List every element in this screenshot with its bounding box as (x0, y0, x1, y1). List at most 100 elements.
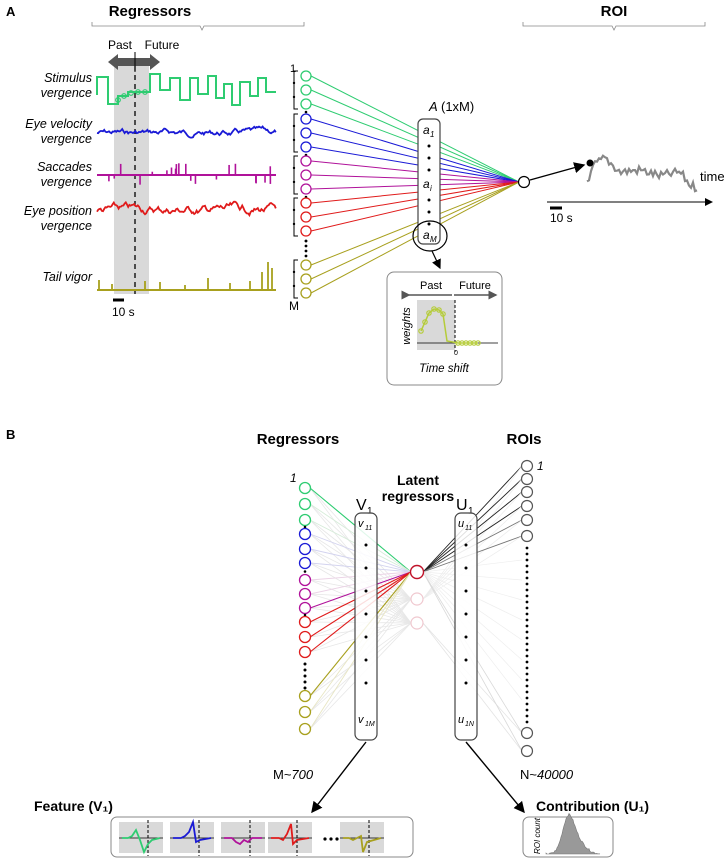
connection-4-0 (310, 181, 520, 266)
connection-1-0 (310, 118, 520, 183)
trace-eye-position (96, 200, 277, 218)
v-dot-2 (364, 589, 368, 593)
regressor-node-3-1 (300, 211, 312, 223)
regressor-node-0-0 (300, 70, 312, 82)
inset-zero: 0 (454, 350, 458, 357)
roi-output-arrow (529, 162, 586, 181)
reg-node-b-4-1 (298, 705, 312, 719)
v-dot-6 (364, 681, 368, 685)
feature-curve-0 (122, 828, 161, 855)
roi-ellipsis-662 (525, 660, 529, 664)
group-bracket-1 (293, 113, 298, 153)
v-label: V (356, 497, 367, 514)
group-bracket-0 (293, 70, 298, 110)
roi-nodes (520, 459, 534, 758)
hist-ylabel: ROI count (533, 817, 542, 854)
bracket-dot-2b (292, 180, 296, 184)
gap-dot-b-2 (303, 613, 307, 617)
roi-ellipsis-626 (525, 624, 529, 628)
roi-scalebar-label: 10 s (550, 211, 573, 225)
trace-stimulus (96, 73, 276, 106)
ellipsis-dot-b-4 (303, 686, 307, 690)
roi-ellipsis-602 (525, 600, 529, 604)
feature-ellipsis (323, 837, 339, 841)
roi-ellipsis-686 (525, 684, 529, 688)
latent-label-2: regressors (382, 488, 455, 504)
bracket-dot-1b (292, 138, 296, 142)
reg-node-b-3-1 (298, 630, 312, 644)
feature-arrow (311, 741, 367, 814)
connection-2-1 (310, 174, 520, 183)
regressor-node-4-0 (300, 259, 312, 271)
weight-am-sub: M (430, 235, 437, 244)
roi-ellipsis-638 (525, 636, 529, 640)
roi-ellipsis-716 (525, 714, 529, 718)
u-last: u (458, 714, 464, 726)
regressors-header-b: Regressors (257, 431, 340, 448)
roi-node (517, 175, 531, 189)
connection-1-1 (310, 132, 520, 183)
regressors-brace-a (91, 22, 305, 31)
reg-node-b-3-0 (298, 615, 312, 629)
u-last-sub: 1N (465, 721, 475, 728)
u-dot-3 (464, 612, 468, 616)
stimulus-sample-3 (135, 89, 141, 95)
reg-node-b-1-1 (298, 542, 312, 556)
regressor-node-4-2 (300, 287, 312, 299)
reg-node-b-2-0 (298, 573, 312, 587)
bracket-dot-1a (292, 124, 296, 128)
latent-node-2 (410, 592, 424, 606)
weight-ai-sub: i (430, 184, 432, 193)
roi-ellipsis-548 (525, 546, 529, 550)
u-dot-5 (464, 658, 468, 662)
v-dot-4 (364, 635, 368, 639)
bracket-dot-3b (292, 222, 296, 226)
time-window (114, 66, 149, 294)
roi-ellipsis-692 (525, 690, 529, 694)
bracket-dot-4a (292, 270, 296, 274)
regressor-node-1-0 (300, 113, 312, 125)
connection-3-2 (310, 181, 520, 232)
regressor-node-3-2 (300, 225, 312, 237)
roi-ellipsis-674 (525, 672, 529, 676)
reg-node-b-1-2 (298, 556, 312, 570)
vector-dots (364, 543, 468, 685)
u-dot-0 (464, 543, 468, 547)
panel-b-label: B (6, 427, 15, 442)
u-label: U (456, 497, 468, 514)
reg-node-b-0-2 (298, 513, 312, 527)
roi-node-3 (520, 499, 534, 513)
weight-vector-box (417, 118, 441, 245)
connection-3-1 (310, 181, 520, 218)
regressor-nodes-b (298, 481, 312, 736)
v-vector-box (354, 512, 378, 741)
latent-node-3 (410, 616, 424, 630)
inset-future-label: Future (459, 280, 491, 292)
regressor-node-0-2 (300, 98, 312, 110)
roi-node-bottom-0 (520, 726, 534, 740)
u-dot-1 (464, 566, 468, 570)
v-dot-5 (364, 658, 368, 662)
inset-past-label: Past (420, 280, 442, 292)
scalebar-a-label: 10 s (112, 305, 135, 319)
weight-a1: a (423, 123, 430, 137)
gap-dot-b-0 (303, 525, 307, 529)
reg-node-b-1-0 (298, 527, 312, 541)
contribution-histogram (545, 812, 601, 855)
group-bracket-4 (293, 259, 298, 299)
latent-connections (309, 465, 523, 752)
u-dot-4 (464, 635, 468, 639)
group-bracket-3 (293, 197, 298, 237)
stimulus-sample-2 (128, 90, 134, 96)
connection-3-0 (310, 181, 520, 204)
roi-ellipsis-680 (525, 678, 529, 682)
weights-size: (1xM) (441, 99, 474, 114)
roi-ellipsis-698 (525, 696, 529, 700)
feature-curve-1 (173, 818, 212, 844)
node-last-label: M (289, 299, 299, 313)
inset-weights-points (418, 306, 481, 346)
u-dot-2 (464, 589, 468, 593)
reg-node-b-3-2 (298, 645, 312, 659)
connection-1-2 (310, 146, 520, 183)
